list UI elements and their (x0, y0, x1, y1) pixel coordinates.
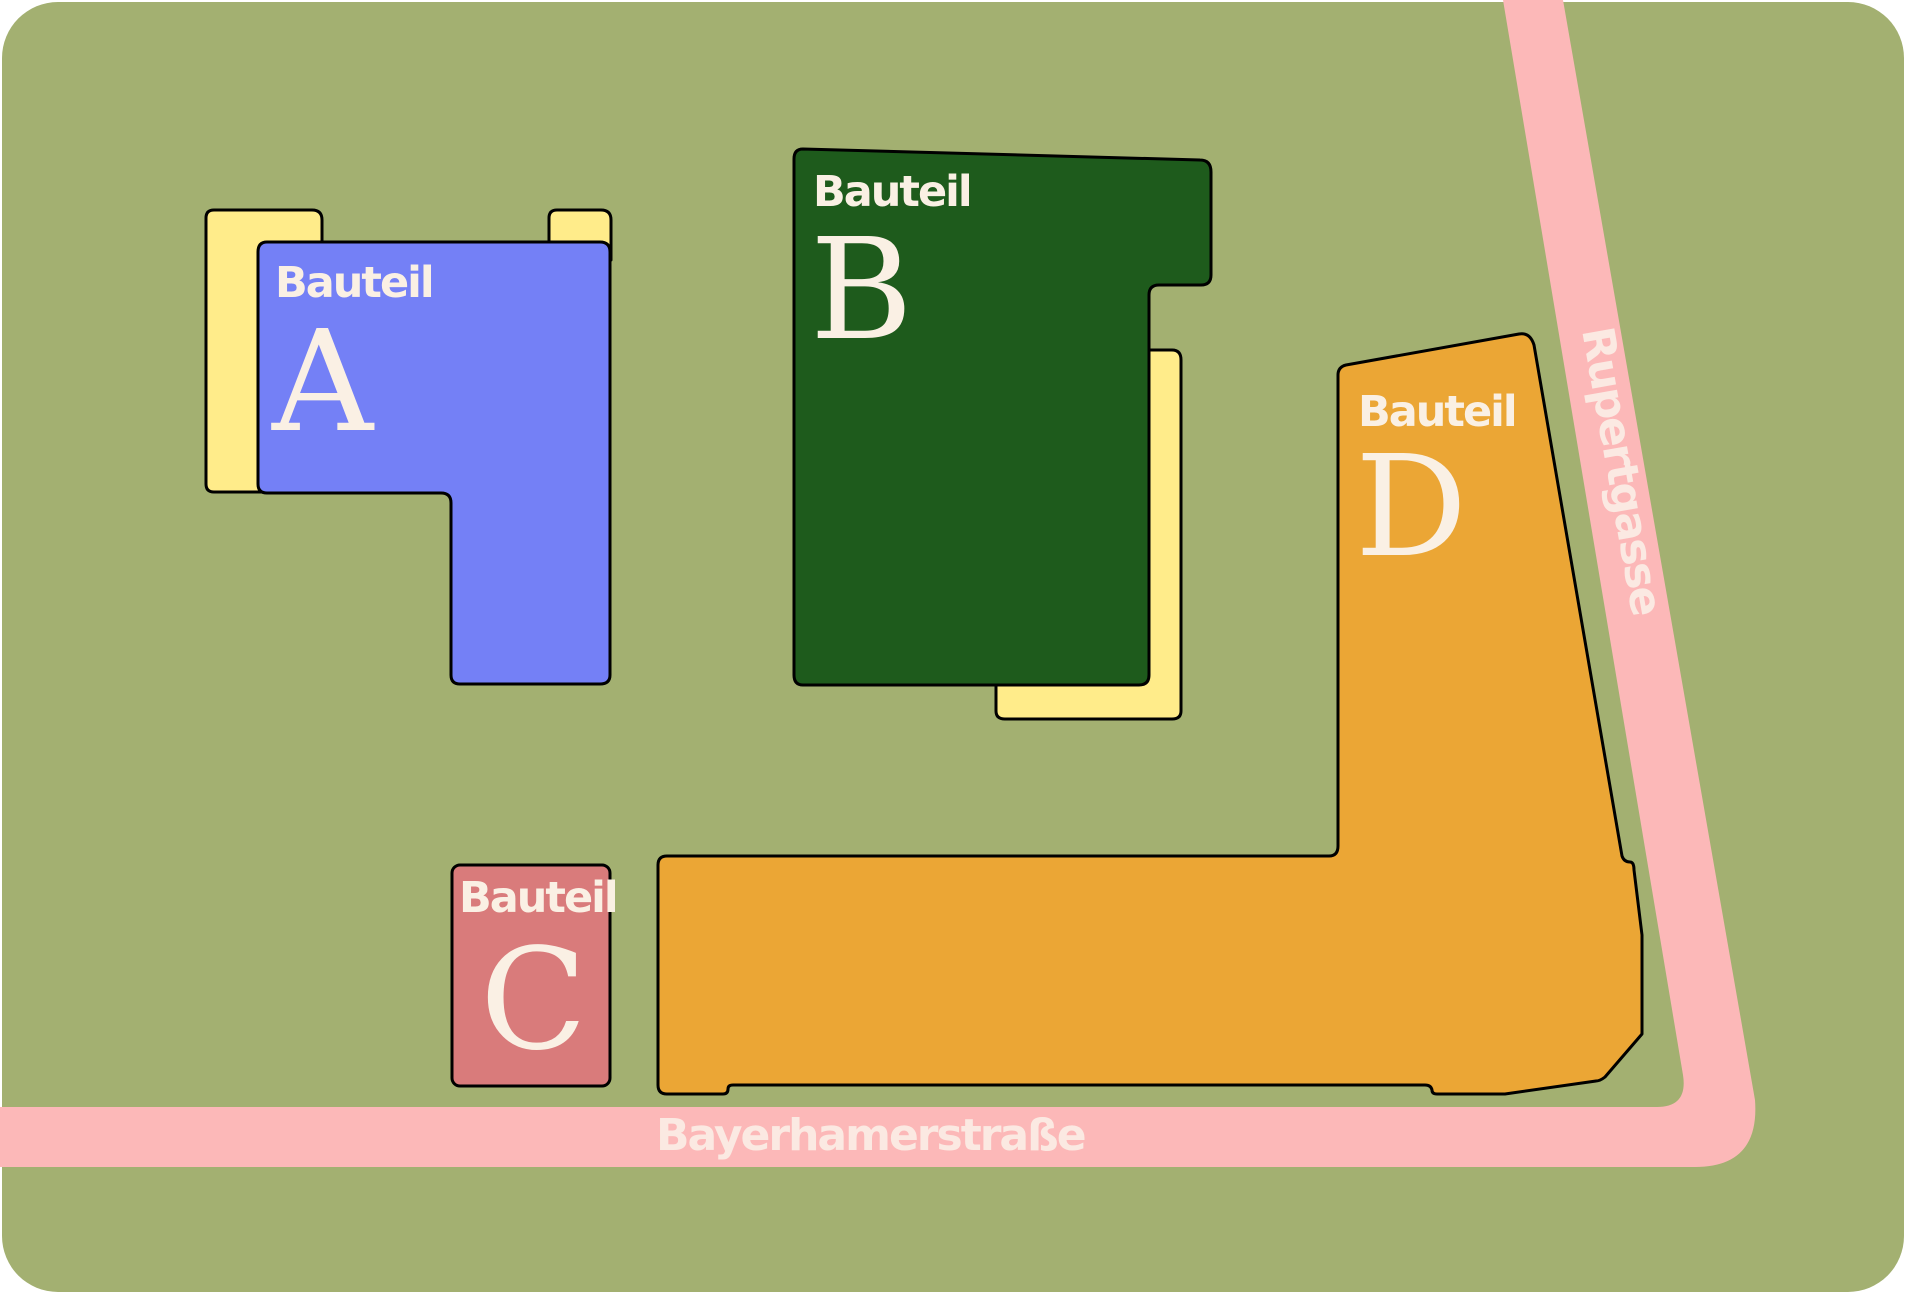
building-b-shape[interactable] (792, 147, 1213, 687)
building-c-shape[interactable] (450, 863, 612, 1088)
building-d[interactable]: Bauteil D (656, 332, 1644, 1096)
building-b-word: Bauteil (813, 167, 971, 217)
building-c[interactable]: Bauteil C (450, 863, 619, 1088)
building-b[interactable]: Bauteil B (792, 147, 1213, 687)
street-band (0, 0, 1756, 1167)
building-a-shape[interactable] (256, 240, 612, 686)
building-d-shape[interactable] (656, 332, 1644, 1096)
building-c-letter: C (480, 919, 587, 1082)
building-c-word: Bauteil (459, 873, 617, 923)
building-a-word: Bauteil (275, 258, 433, 308)
street-rupertgasse (0, 0, 1756, 1167)
building-d-letter: D (1355, 426, 1467, 589)
building-a[interactable]: Bauteil A (256, 240, 612, 686)
building-b-letter: B (810, 209, 913, 372)
building-d-word: Bauteil (1358, 387, 1516, 437)
building-a-letter: A (271, 301, 375, 464)
street-label-bayerhamerstrasse: Bayerhamerstraße (656, 1110, 1085, 1161)
